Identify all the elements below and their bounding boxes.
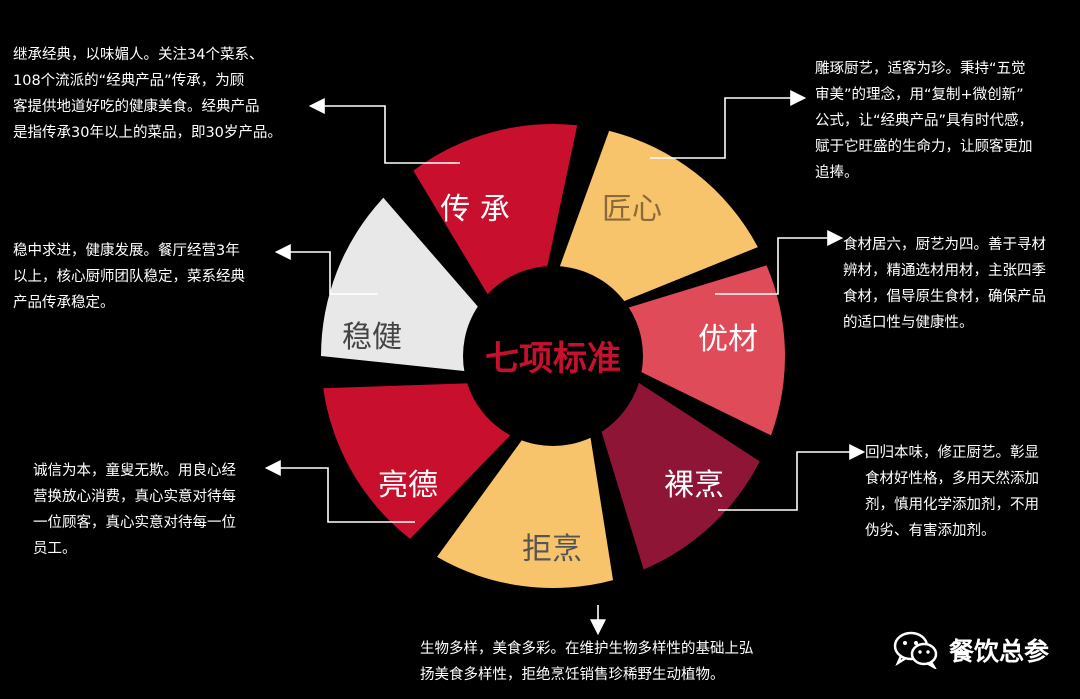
desc-line: 诚信为本，童叟无欺。用良心经 (33, 463, 236, 479)
desc-line: 稳中求进，健康发展。餐厅经营3年 (13, 243, 240, 259)
brand-watermark: 餐饮总参 (893, 630, 1049, 670)
segment-label-luopeng: 裸烹 (664, 468, 724, 503)
desc-chuancheng: 继承经典，以味媚人。关注34个菜系、 108个流派的“经典产品”传承，为顾客提供地… (13, 42, 282, 146)
desc-line: 客提供地道好吃的健康美食。经典产品 (13, 99, 260, 115)
desc-line: 雕琢厨艺，适客为珍。秉持“五觉 (815, 61, 1026, 77)
desc-wenjian: 稳中求进，健康发展。餐厅经营3年以上，核心厨师团队稳定，菜系经典产品传承稳定。 (13, 238, 245, 316)
segment-label-youcai: 优材 (698, 322, 758, 357)
segment-wenjian (321, 197, 480, 372)
desc-line: 是指传承30年以上的菜品，即30岁产品。 (13, 125, 282, 141)
desc-line: 赋于它旺盛的生命力，让顾客更加 (815, 139, 1033, 155)
desc-line: 辨材，精通选材用材，主张四季 (843, 263, 1046, 279)
connector-chuancheng (308, 98, 460, 164)
desc-line: 产品传承稳定。 (13, 295, 115, 311)
desc-line: 营换放心消费，真心实意对待每 (33, 489, 236, 505)
desc-line: 继承经典，以味媚人。关注34个菜系、 (13, 47, 264, 63)
center-label: 七项标准 (485, 339, 621, 379)
connector-luopeng (718, 444, 866, 511)
desc-line: 的适口性与健康性。 (843, 315, 974, 331)
segment-jiangxin (559, 130, 758, 302)
desc-line: 食材好性格，多用天然添加 (865, 471, 1039, 487)
segment-label-jupeng: 拒烹 (522, 532, 582, 567)
segment-label-jiangxin: 匠心 (602, 192, 662, 227)
desc-line: 以上，核心厨师团队稳定，菜系经典 (13, 269, 245, 285)
desc-jiangxin: 雕琢厨艺，适客为珍。秉持“五觉审美”的理念，用“复制+微创新” 公式，让“经典产品… (815, 56, 1033, 186)
desc-line: 员工。 (33, 541, 77, 557)
desc-line: 公式，让“经典产品”具有时代感， (815, 113, 1034, 129)
desc-youcai: 食材居六，厨艺为四。善于寻材辨材，精通选材用材，主张四季食材，倡导原生食材，确保… (843, 232, 1046, 336)
segment-youcai (626, 265, 785, 436)
desc-line: 食材居六，厨艺为四。善于寻材 (843, 237, 1046, 253)
desc-line: 生物多样，美食多彩。在维护生物多样性的基础上弘 (420, 641, 754, 657)
desc-liangde: 诚信为本，童叟无欺。用良心经营换放心消费，真心实意对待每一位顾客，真心实意对待每… (33, 458, 236, 562)
segment-luopeng (600, 381, 760, 570)
wechat-icon (893, 631, 938, 669)
segment-liangde (323, 383, 512, 539)
segment-label-chuancheng: 传 承 (440, 192, 510, 227)
desc-line: 伪劣、有害添加剂。 (865, 523, 996, 539)
connector-wenjian (274, 244, 378, 295)
desc-line: 扬美食多样性，拒绝烹饪销售珍稀野生动植物。 (420, 667, 725, 683)
connector-liangde (264, 460, 415, 523)
segment-label-liangde: 亮德 (378, 468, 438, 503)
segment-jupeng (437, 435, 614, 588)
desc-line: 一位顾客，真心实意对待每一位 (33, 515, 236, 531)
desc-line: 追捧。 (815, 165, 859, 181)
connector-jiangxin (650, 90, 807, 159)
desc-line: 108个流派的“经典产品”传承，为顾 (13, 73, 245, 89)
desc-jupeng: 生物多样，美食多彩。在维护生物多样性的基础上弘扬美食多样性，拒绝烹饪销售珍稀野生… (420, 636, 754, 688)
segment-label-wenjian: 稳健 (342, 320, 402, 355)
desc-line: 审美”的理念，用“复制+微创新” (815, 87, 1024, 103)
segment-chuancheng (413, 124, 578, 296)
desc-line: 回归本味，修正厨艺。彰显 (865, 445, 1039, 461)
desc-line: 剂，慎用化学添加剂，不用 (865, 497, 1039, 513)
center-hole (463, 266, 643, 446)
connector-youcai (715, 230, 844, 295)
desc-line: 食材，倡导原生食材，确保产品 (843, 289, 1046, 305)
brand-name: 餐饮总参 (949, 637, 1050, 666)
desc-luopeng: 回归本味，修正厨艺。彰显食材好性格，多用天然添加剂，慎用化学添加剂，不用伪劣、有… (865, 440, 1039, 544)
